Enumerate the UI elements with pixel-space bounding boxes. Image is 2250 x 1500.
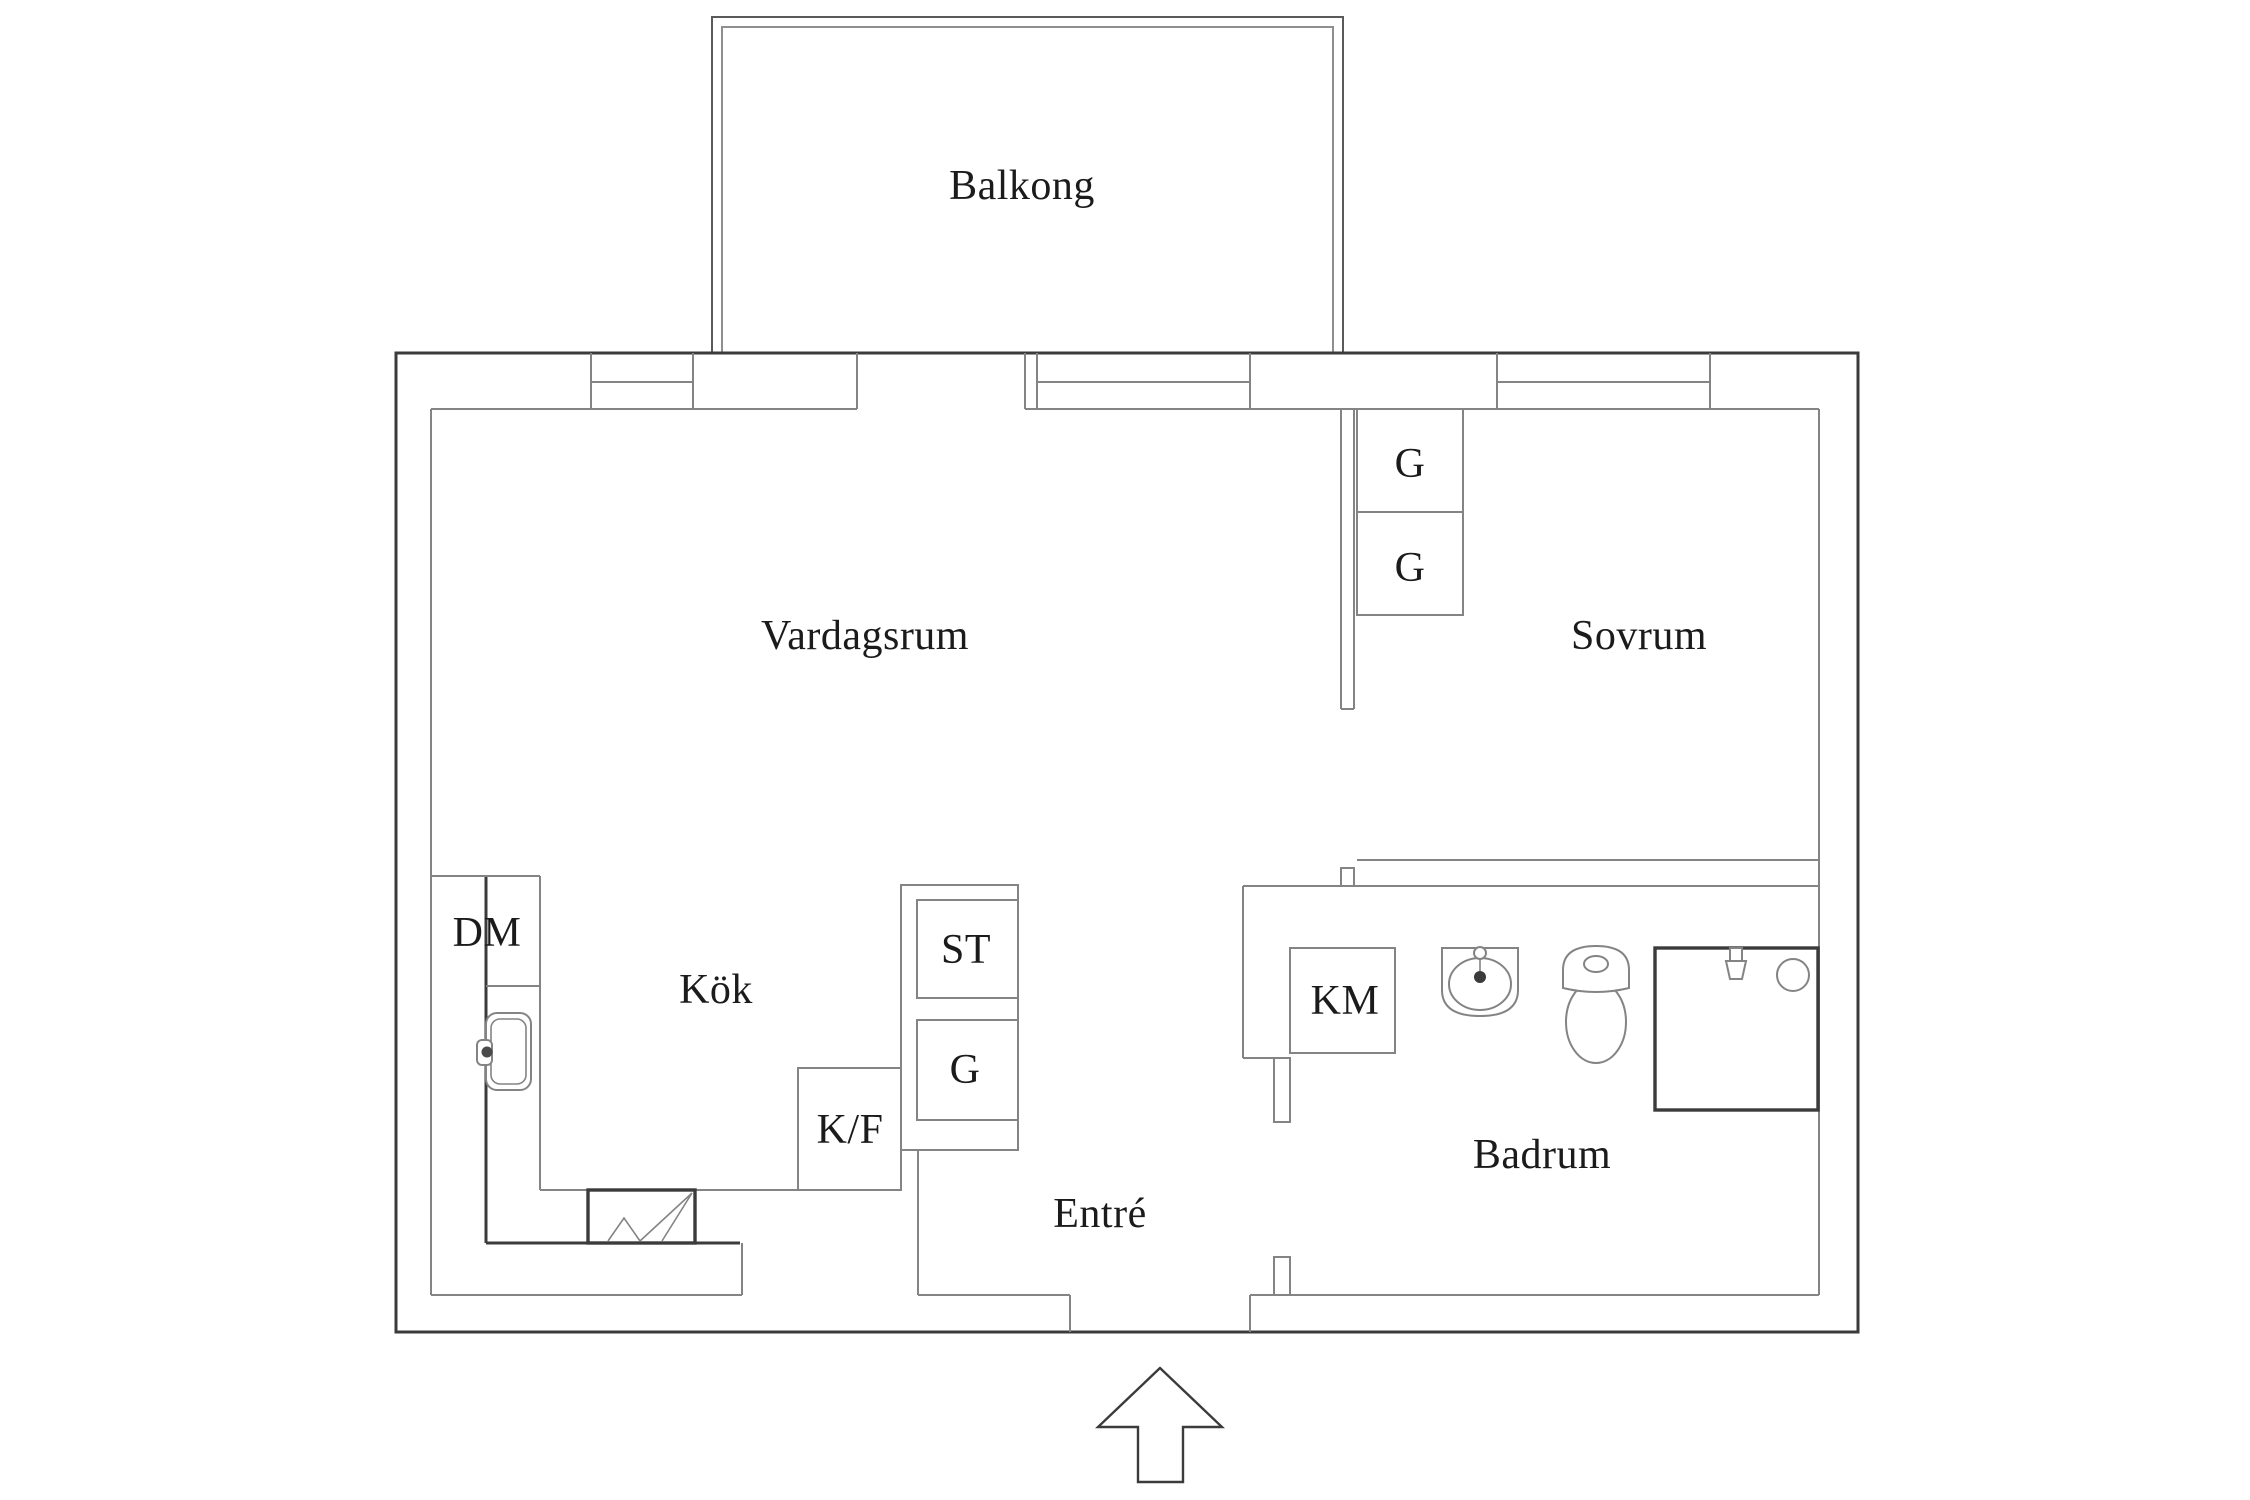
bedroom-closet1-label: G	[1394, 441, 1426, 487]
bathroom-label: Badrum	[1472, 1132, 1612, 1178]
shower-drain-icon	[1776, 958, 1810, 992]
bedroom-closet2-label: G	[1394, 545, 1426, 591]
window-openings	[590, 353, 1711, 409]
washing-machine-label: KM	[1310, 978, 1380, 1024]
entrance-label: Entré	[1053, 1191, 1147, 1237]
apartment-outer-walls	[394, 351, 1860, 1334]
shower-icon	[1653, 946, 1820, 1112]
washing-machine-box	[1289, 947, 1396, 1054]
bedroom-wardrobes	[1356, 408, 1464, 616]
bedroom-label: Sovrum	[1570, 613, 1708, 659]
fridge-freezer-box	[797, 1067, 902, 1191]
bathroom-sink-icon	[1441, 946, 1519, 1018]
stove-icon	[586, 1188, 697, 1245]
balcony-door-opening	[856, 353, 1038, 409]
balcony-walls	[710, 15, 1345, 352]
kitchen-label: Kök	[679, 967, 753, 1013]
balcony-label: Balkong	[949, 163, 1095, 209]
bathroom-walls	[1242, 859, 1819, 1296]
toilet-icon	[1562, 944, 1630, 1064]
hall-closets	[900, 884, 1019, 1295]
hall-closet-g-label: G	[949, 1047, 981, 1093]
window-bedroom	[1496, 353, 1711, 409]
window-living-room	[590, 353, 694, 409]
hall-closet-st-label: ST	[940, 927, 992, 973]
window-under-balcony	[1037, 353, 1251, 409]
entrance-arrow-icon	[1094, 1366, 1226, 1484]
living-room-label: Vardagsrum	[761, 613, 969, 659]
dishwasher-label: DM	[452, 910, 522, 956]
kitchen-sink-icon	[476, 1012, 532, 1091]
shower-head-icon	[1724, 947, 1748, 980]
fridge-freezer-label: K/F	[816, 1107, 884, 1153]
bedroom-partition-wall	[1340, 409, 1355, 886]
